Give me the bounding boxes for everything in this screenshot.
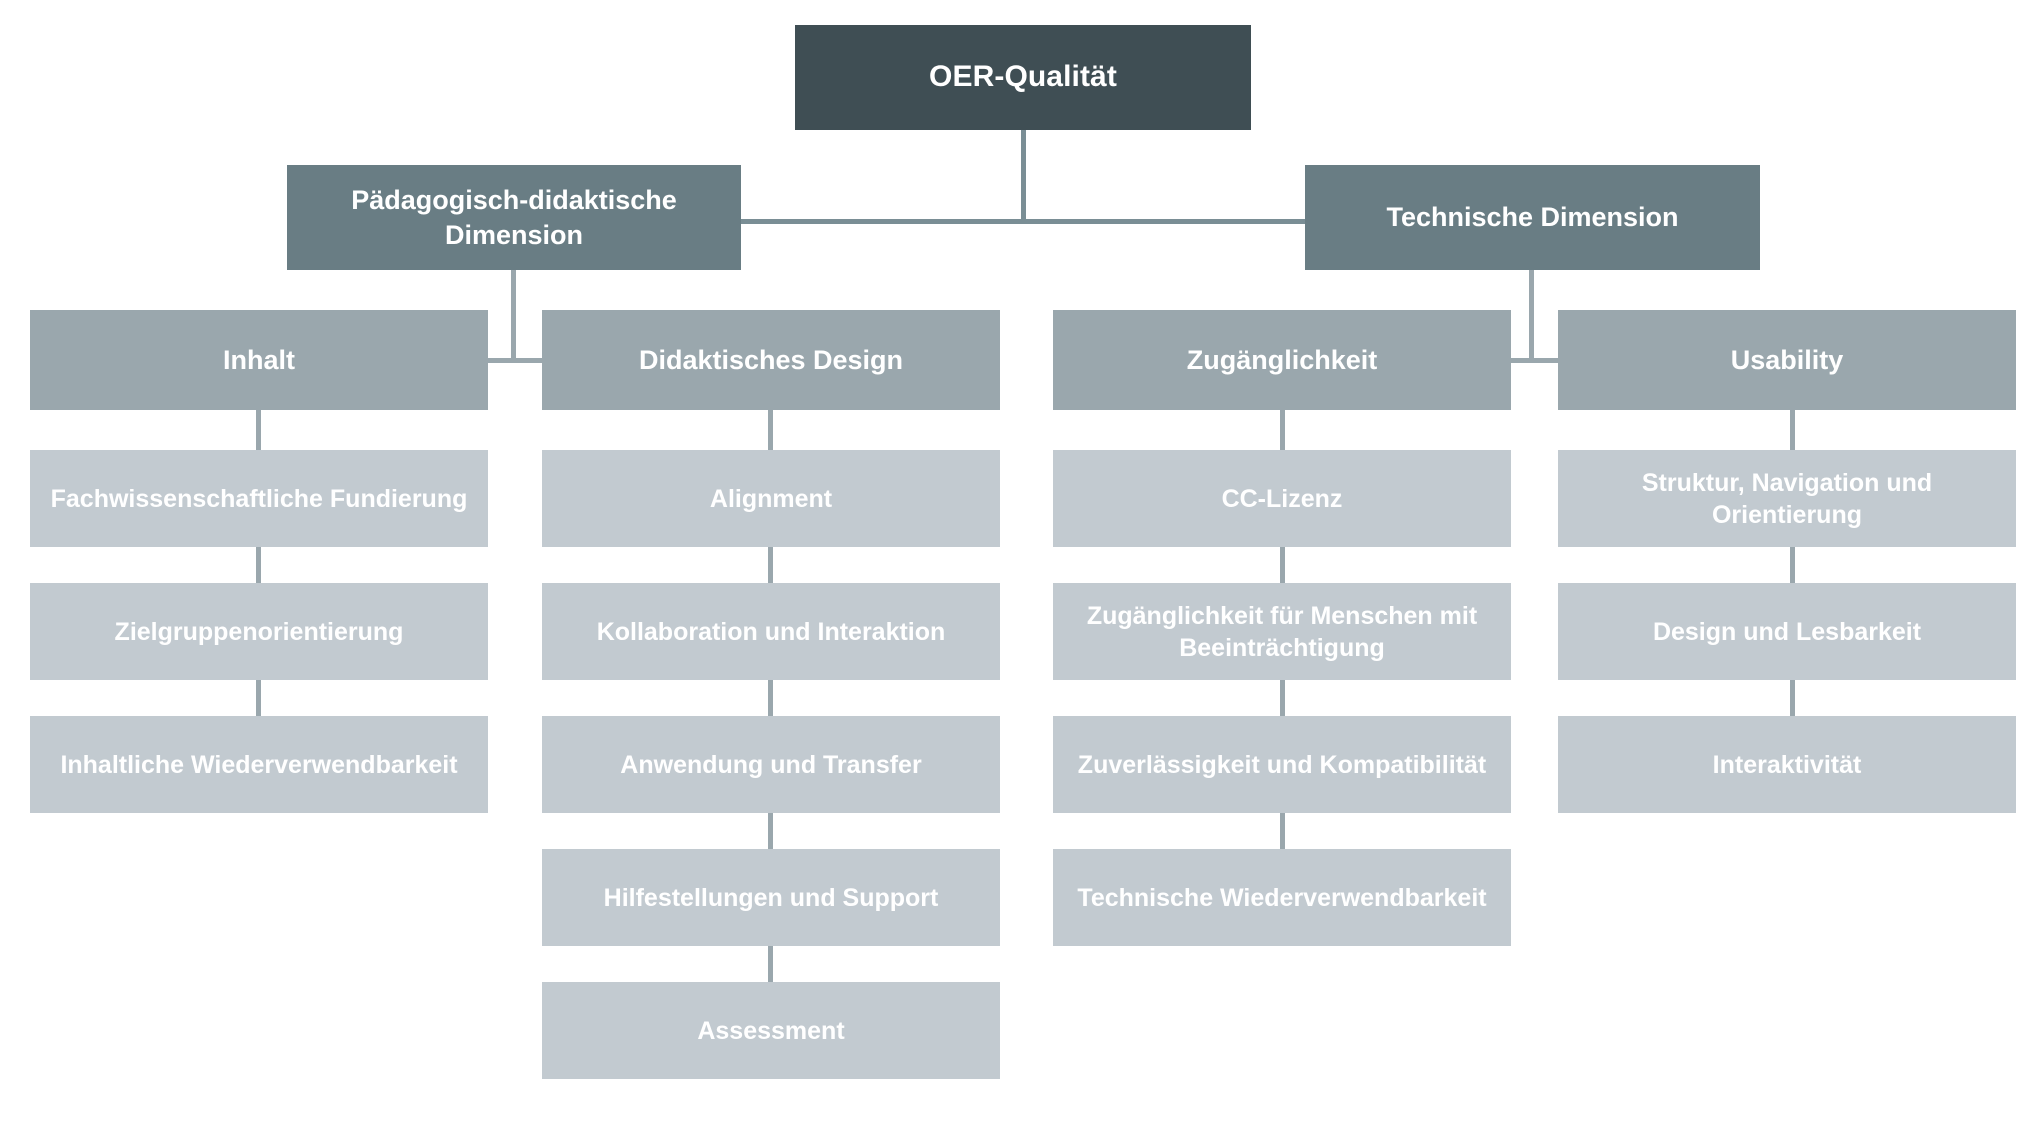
node-dimension-paedagogisch-label: Pädagogisch-didaktische Dimension: [351, 184, 677, 250]
node-leaf-didaktik-4[interactable]: Hilfestellungen und Support: [542, 849, 1000, 946]
node-leaf-usability-3-label: Interaktivität: [1712, 750, 1862, 779]
connector-col2-seg3: [768, 680, 773, 716]
connector-root-vertical: [1021, 130, 1026, 222]
node-root-oer-qualitaet[interactable]: OER-Qualität: [795, 25, 1251, 130]
connector-col1-seg1: [256, 410, 261, 450]
connector-paed-vertical: [511, 270, 516, 362]
connector-col3-seg2: [1280, 547, 1285, 583]
connector-dimension-spine: [740, 219, 1306, 224]
node-leaf-usability-3[interactable]: Interaktivität: [1558, 716, 2016, 813]
node-leaf-usability-2[interactable]: Design und Lesbarkeit: [1558, 583, 2016, 680]
node-leaf-zugaenglichkeit-2[interactable]: Zugänglichkeit für Menschen mit Beeinträ…: [1053, 583, 1511, 680]
node-leaf-zugaenglichkeit-2-label: Zugänglichkeit für Menschen mit Beeinträ…: [1086, 601, 1478, 662]
node-dimension-technisch[interactable]: Technische Dimension: [1305, 165, 1760, 270]
connector-col2-seg2: [768, 547, 773, 583]
node-category-didaktisches-design-label: Didaktisches Design: [638, 344, 904, 375]
node-category-usability[interactable]: Usability: [1558, 310, 2016, 410]
node-leaf-zugaenglichkeit-3[interactable]: Zuverlässigkeit und Kompatibilität: [1053, 716, 1511, 813]
node-leaf-didaktik-3-label: Anwendung und Transfer: [620, 750, 922, 779]
node-leaf-didaktik-5-label: Assessment: [697, 1016, 845, 1045]
connector-col2-seg1: [768, 410, 773, 450]
node-category-usability-label: Usability: [1730, 344, 1844, 375]
node-leaf-zugaenglichkeit-1-label: CC-Lizenz: [1221, 484, 1343, 513]
node-leaf-zugaenglichkeit-1[interactable]: CC-Lizenz: [1053, 450, 1511, 547]
node-leaf-zugaenglichkeit-4[interactable]: Technische Wiederverwendbarkeit: [1053, 849, 1511, 946]
node-category-zugaenglichkeit[interactable]: Zugänglichkeit: [1053, 310, 1511, 410]
connector-col4-seg2: [1790, 547, 1795, 583]
node-leaf-didaktik-1-label: Alignment: [709, 484, 833, 513]
node-leaf-didaktik-4-label: Hilfestellungen und Support: [603, 883, 939, 912]
node-leaf-inhalt-1-label: Fachwissenschaftliche Fundierung: [50, 484, 468, 513]
connector-col1-seg2: [256, 547, 261, 583]
node-leaf-didaktik-1[interactable]: Alignment: [542, 450, 1000, 547]
connector-col4-seg1: [1790, 410, 1795, 450]
node-leaf-inhalt-2[interactable]: Zielgruppenorientierung: [30, 583, 488, 680]
node-leaf-usability-1-label: Struktur, Navigation und Orientierung: [1641, 468, 1933, 529]
node-leaf-usability-2-label: Design und Lesbarkeit: [1652, 617, 1922, 646]
node-leaf-didaktik-5[interactable]: Assessment: [542, 982, 1000, 1079]
connector-col2-seg5: [768, 946, 773, 982]
node-leaf-inhalt-3[interactable]: Inhaltliche Wiederverwendbarkeit: [30, 716, 488, 813]
node-category-didaktisches-design[interactable]: Didaktisches Design: [542, 310, 1000, 410]
connector-paed-category-spine: [487, 358, 543, 363]
node-category-inhalt-label: Inhalt: [223, 344, 295, 375]
node-dimension-paedagogisch-didaktisch[interactable]: Pädagogisch-didaktische Dimension: [287, 165, 741, 270]
node-leaf-inhalt-3-label: Inhaltliche Wiederverwendbarkeit: [60, 750, 458, 779]
node-leaf-inhalt-1[interactable]: Fachwissenschaftliche Fundierung: [30, 450, 488, 547]
node-root-label: OER-Qualität: [929, 60, 1117, 94]
connector-col3-seg1: [1280, 410, 1285, 450]
node-leaf-didaktik-3[interactable]: Anwendung und Transfer: [542, 716, 1000, 813]
connector-tech-category-spine: [1510, 358, 1560, 363]
connector-col2-seg4: [768, 813, 773, 849]
connector-col3-seg3: [1280, 680, 1285, 716]
node-leaf-inhalt-2-label: Zielgruppenorientierung: [114, 617, 404, 646]
node-leaf-zugaenglichkeit-4-label: Technische Wiederverwendbarkeit: [1077, 883, 1487, 912]
connector-col4-seg3: [1790, 680, 1795, 716]
node-leaf-didaktik-2-label: Kollaboration und Interaktion: [596, 617, 946, 646]
connector-col1-seg3: [256, 680, 261, 716]
node-dimension-technisch-label: Technische Dimension: [1386, 202, 1679, 233]
node-category-inhalt[interactable]: Inhalt: [30, 310, 488, 410]
node-leaf-usability-1[interactable]: Struktur, Navigation und Orientierung: [1558, 450, 2016, 547]
node-leaf-zugaenglichkeit-3-label: Zuverlässigkeit und Kompatibilität: [1077, 750, 1487, 779]
node-leaf-didaktik-2[interactable]: Kollaboration und Interaktion: [542, 583, 1000, 680]
connector-tech-vertical: [1529, 270, 1534, 362]
node-category-zugaenglichkeit-label: Zugänglichkeit: [1186, 344, 1378, 375]
connector-col3-seg4: [1280, 813, 1285, 849]
